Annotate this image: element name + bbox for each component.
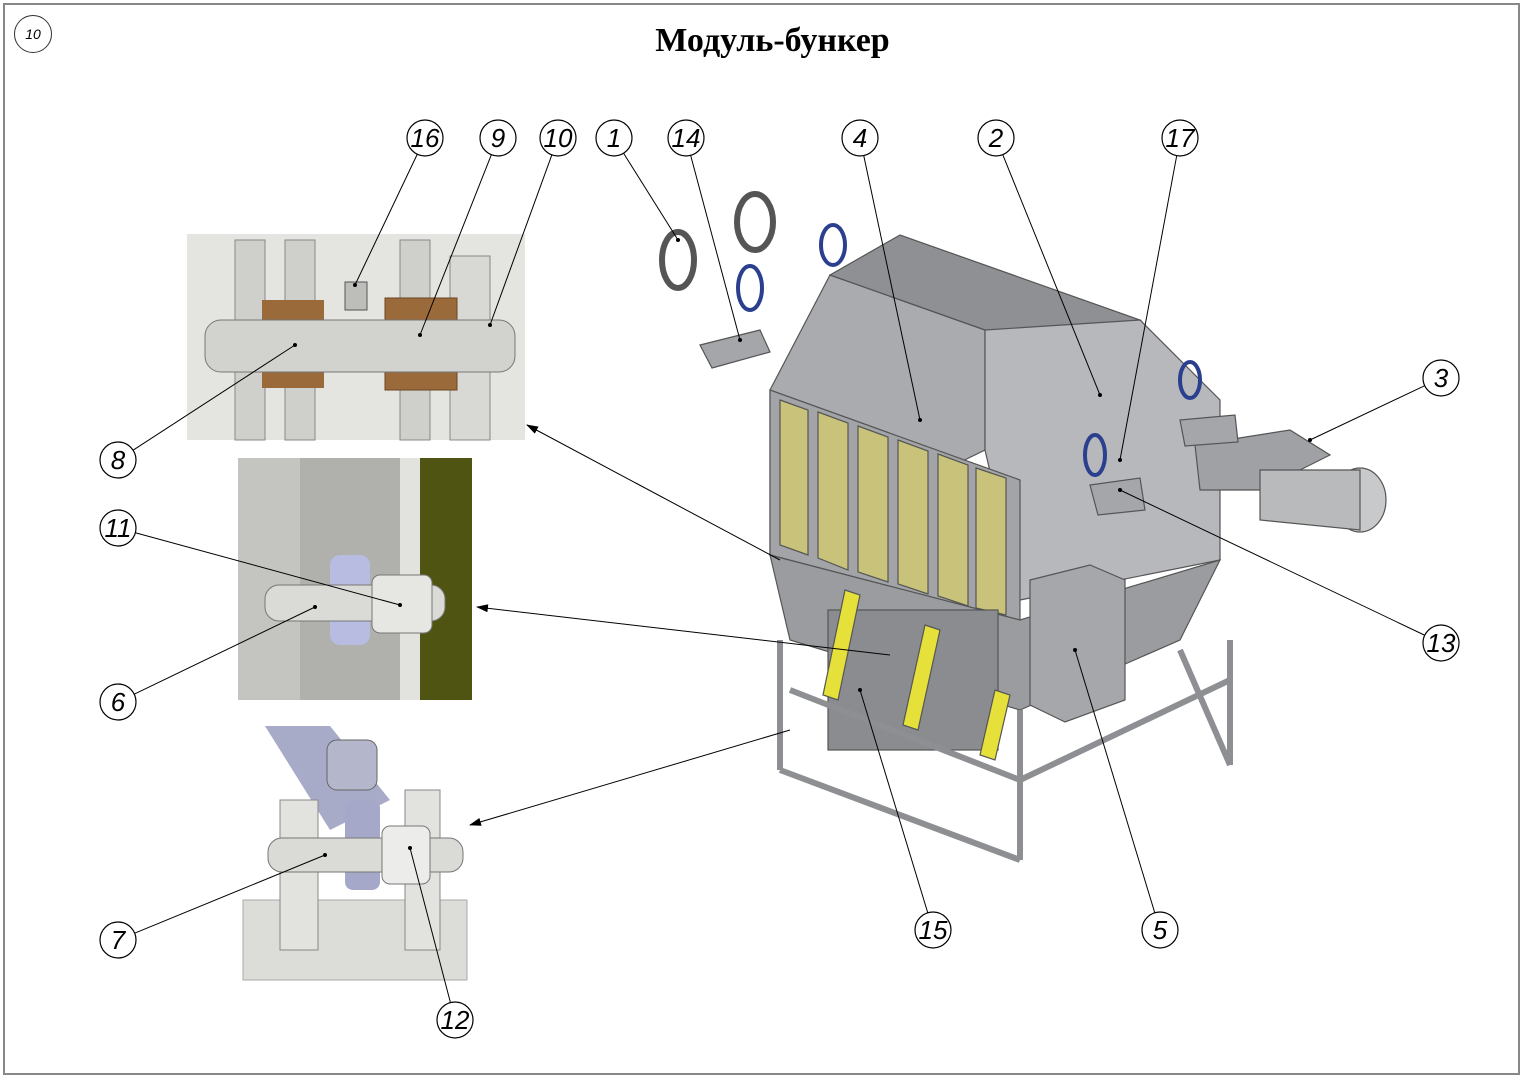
callout-number: 13 xyxy=(1427,628,1456,658)
page-title: Модуль-бункер xyxy=(655,22,890,59)
drawing-frame xyxy=(3,3,1520,1075)
callout-number: 16 xyxy=(411,123,440,153)
leader-dot xyxy=(398,603,402,607)
callout-1: 1 xyxy=(595,119,680,242)
bunker-module-model xyxy=(659,191,1387,863)
callout-circle xyxy=(99,921,137,959)
leader-dot xyxy=(408,846,412,850)
callout-11: 11 xyxy=(99,509,402,607)
leader-line xyxy=(859,689,929,913)
leader-dot xyxy=(1118,458,1122,462)
callout-number: 9 xyxy=(491,123,505,153)
leader-dot xyxy=(676,238,680,242)
leader-line xyxy=(132,344,296,451)
inset-pin-detail xyxy=(238,458,472,700)
leader-line xyxy=(419,154,492,336)
callout-7: 7 xyxy=(99,853,327,959)
callout-13: 13 xyxy=(1118,488,1460,662)
callout-circle xyxy=(1141,911,1179,949)
leader-dot xyxy=(1308,438,1312,442)
leader-line xyxy=(1119,489,1425,636)
leader-line xyxy=(1074,649,1156,913)
callout-5: 5 xyxy=(1073,648,1179,949)
leader-dot xyxy=(488,323,492,327)
callout-number: 12 xyxy=(441,1005,470,1035)
leader-line xyxy=(354,154,418,286)
callout-6: 6 xyxy=(99,605,317,721)
leader-dot xyxy=(313,605,317,609)
callout-circle xyxy=(977,119,1015,157)
leader-dot xyxy=(323,853,327,857)
sheet-number: 10 xyxy=(14,15,52,53)
callout-16: 16 xyxy=(353,119,444,287)
leader-line xyxy=(134,854,326,934)
arrow-to-pin-detail xyxy=(476,604,891,656)
callout-number: 6 xyxy=(111,687,126,717)
callout-4: 4 xyxy=(841,119,922,422)
callout-number: 10 xyxy=(544,123,573,153)
leader-dot xyxy=(738,338,742,342)
callout-number: 15 xyxy=(919,915,948,945)
callout-number: 1 xyxy=(607,123,621,153)
leader-line xyxy=(135,532,401,606)
callout-circle xyxy=(99,509,137,547)
inset-bushing-detail xyxy=(187,234,525,441)
callout-3: 3 xyxy=(1308,359,1460,442)
leader-dot xyxy=(353,283,357,287)
callout-9: 9 xyxy=(418,119,517,337)
leader-line xyxy=(409,847,451,1003)
callout-circle xyxy=(406,119,444,157)
callout-number: 3 xyxy=(1434,363,1449,393)
inset-cylinder-pin-detail xyxy=(242,726,468,981)
callout-12: 12 xyxy=(408,846,474,1039)
leader-line xyxy=(489,154,553,326)
callout-number: 8 xyxy=(111,445,126,475)
callout-number: 7 xyxy=(111,925,127,955)
callout-circle xyxy=(99,441,137,479)
leader-line xyxy=(1309,385,1425,441)
callout-10: 10 xyxy=(488,119,577,327)
callout-circle xyxy=(539,119,577,157)
callout-number: 17 xyxy=(1166,123,1196,153)
callout-number: 14 xyxy=(672,123,701,153)
leader-dot xyxy=(1073,648,1077,652)
leader-dot xyxy=(858,688,862,692)
callout-circle xyxy=(1422,624,1460,662)
leader-line xyxy=(1119,155,1178,461)
callout-circle xyxy=(436,1001,474,1039)
callout-number: 2 xyxy=(988,123,1004,153)
leader-line xyxy=(863,155,921,421)
leader-dot xyxy=(1118,488,1122,492)
callout-17: 17 xyxy=(1118,119,1199,462)
leader-dot xyxy=(418,333,422,337)
leader-line xyxy=(1002,154,1101,396)
leader-line xyxy=(133,606,316,695)
callout-circle xyxy=(914,911,952,949)
leader-dot xyxy=(918,418,922,422)
detail-arrows xyxy=(469,424,891,826)
callout-circle xyxy=(1161,119,1199,157)
callout-14: 14 xyxy=(667,119,742,342)
leader-line xyxy=(690,155,741,341)
callout-number: 5 xyxy=(1153,915,1168,945)
arrow-to-cylinder-pin-detail xyxy=(469,729,791,826)
callout-8: 8 xyxy=(99,343,297,479)
callout-circle xyxy=(595,119,633,157)
callout-number: 4 xyxy=(853,123,867,153)
callout-2: 2 xyxy=(977,119,1102,397)
callout-circle xyxy=(841,119,879,157)
callout-circle xyxy=(99,683,137,721)
callout-15: 15 xyxy=(858,688,952,949)
callout-circle xyxy=(667,119,705,157)
arrow-to-bushing-detail xyxy=(526,424,781,561)
leader-line xyxy=(623,152,679,241)
callout-number: 11 xyxy=(105,513,132,543)
leader-dot xyxy=(1098,393,1102,397)
callout-circle xyxy=(1422,359,1460,397)
callout-circle xyxy=(479,119,517,157)
leader-dot xyxy=(293,343,297,347)
